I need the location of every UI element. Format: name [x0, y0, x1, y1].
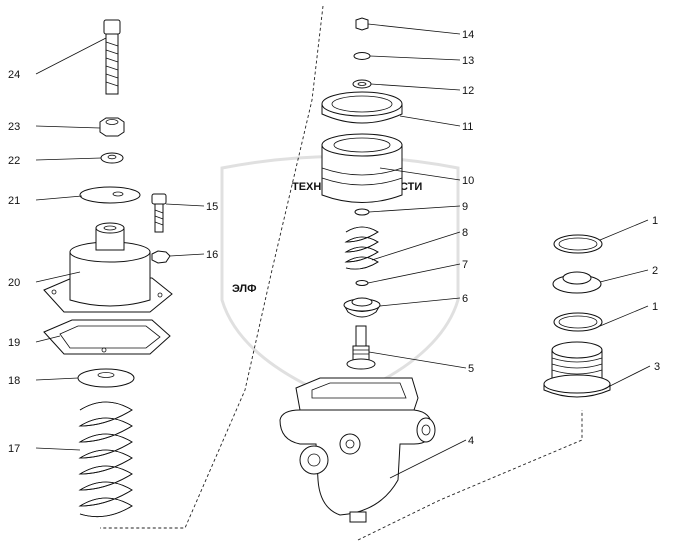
callout-12: 12 [462, 85, 474, 97]
part-13-washer [353, 52, 371, 60]
part-14-nut [355, 17, 369, 31]
part-7-washer [355, 280, 369, 286]
callout-20: 20 [8, 277, 20, 289]
part-23-nut [99, 117, 125, 137]
callout-15: 15 [206, 201, 218, 213]
callout-22: 22 [8, 155, 20, 167]
part-19-gasket [43, 319, 171, 355]
callout-18: 18 [8, 375, 20, 387]
callout-19: 19 [8, 337, 20, 349]
part-8-spring [344, 226, 379, 270]
part-24-bolt [103, 19, 121, 95]
callout-17: 17 [8, 443, 20, 455]
assembly-path-left [100, 5, 324, 529]
callout-2: 2 [652, 265, 658, 277]
callout-13: 13 [462, 55, 474, 67]
part-1-ring-top [553, 234, 603, 254]
callout-21: 21 [8, 195, 20, 207]
callout-labels: 24 23 22 21 20 19 18 17 15 16 14 13 12 1… [8, 29, 660, 455]
callout-8: 8 [462, 227, 468, 239]
part-9-washer [354, 208, 370, 216]
part-20-rubber-mount [43, 222, 173, 313]
callout-3: 3 [654, 361, 660, 373]
callout-1-bottom: 1 [652, 301, 658, 313]
part-11-cap [321, 91, 403, 124]
part-2-cap [552, 271, 602, 294]
callout-9: 9 [462, 201, 468, 213]
part-6-seat [343, 297, 381, 318]
callout-4: 4 [468, 435, 474, 447]
part-21-plate [79, 186, 141, 204]
callout-11: 11 [462, 121, 473, 133]
assembly-path-right [357, 410, 583, 541]
watermark-big-text: ЭЛФ [232, 283, 257, 295]
part-22-washer [100, 152, 124, 164]
part-4-housing [279, 377, 436, 523]
part-3-threaded-plug [543, 341, 611, 398]
callout-24: 24 [8, 69, 20, 81]
part-1-ring-bottom [553, 312, 603, 332]
part-12-washer [352, 79, 372, 89]
callout-16: 16 [206, 249, 218, 261]
leader-lines [35, 23, 651, 479]
callout-14: 14 [462, 29, 474, 41]
callout-5: 5 [468, 363, 474, 375]
part-18-washer [77, 368, 135, 388]
part-15-bolt [151, 193, 167, 233]
part-5-valve [346, 325, 376, 370]
part-16-nut [151, 250, 171, 264]
part-10-bellows [321, 133, 403, 203]
part-17-spring [78, 401, 133, 518]
callout-23: 23 [8, 121, 20, 133]
callout-10: 10 [462, 175, 474, 187]
callout-1-top: 1 [652, 215, 658, 227]
callout-6: 6 [462, 293, 468, 305]
callout-7: 7 [462, 259, 468, 271]
